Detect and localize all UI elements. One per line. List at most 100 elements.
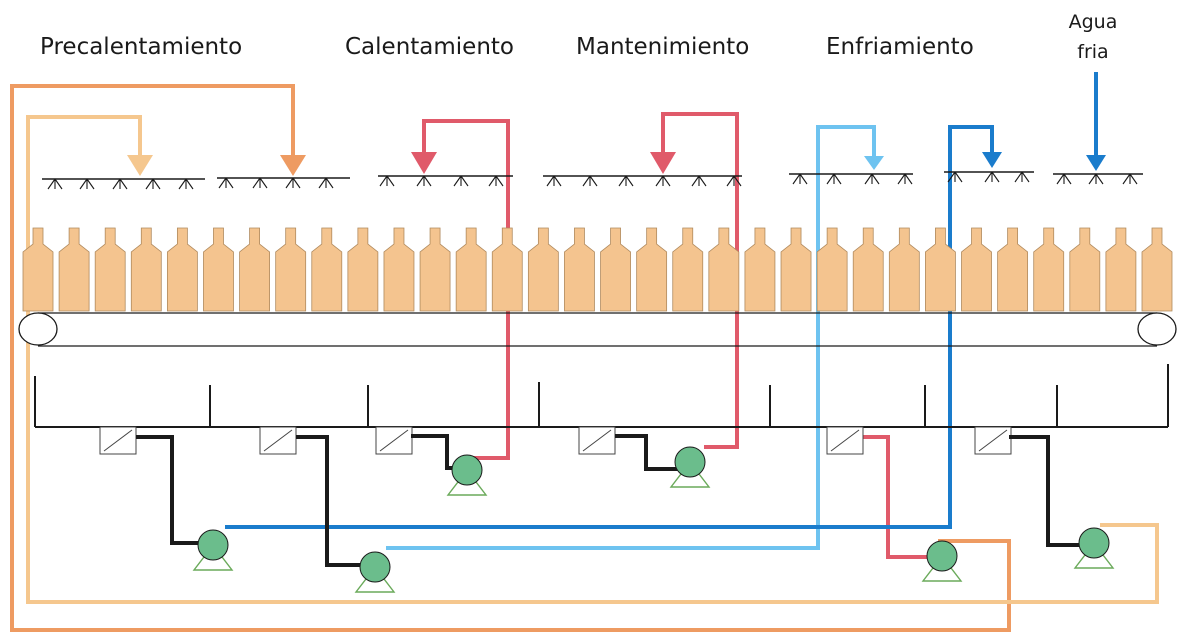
spray-nozzle-icon [691,175,707,187]
spray-nozzle-icon [618,175,634,187]
spray-nozzle-icon [1056,173,1072,185]
spray-nozzle-icon [546,175,562,187]
bottle [58,227,90,312]
pumps [192,446,1115,593]
arrow-dark-blue-icon [1086,155,1106,171]
spray-bars [42,171,1143,190]
filter-icon [259,426,297,455]
collection-tanks [34,364,1169,428]
spray-nozzle-icon [1014,171,1030,183]
bottle [1033,227,1065,312]
bottle [491,227,523,312]
spray-nozzle-icon [79,178,95,190]
belt-roller-right [1137,312,1177,346]
spray-nozzle-icon [252,177,268,189]
bottle [636,227,668,312]
pump-icon [354,551,396,593]
pump-icon [192,529,234,571]
arrow-peach-icon [127,155,153,176]
filter-icon [974,426,1012,455]
red-loop-mantenimiento-pipe [661,112,739,449]
bottle [527,227,559,312]
spray-nozzle-icon [726,175,742,187]
spray-nozzle-icon [1088,173,1104,185]
spray-nozzle-icon [582,175,598,187]
bottle [888,227,920,312]
bottle [383,227,415,312]
pump-icon [446,454,488,496]
spray-nozzle-icon [947,171,963,183]
spray-nozzle-icon [826,173,842,185]
spray-nozzle-icon [416,175,432,187]
label-precalentamiento: Precalentamiento [40,34,242,60]
arrow-light-blue-icon [864,156,884,170]
spray-nozzle-icon [792,173,808,185]
bottle [455,227,487,312]
light-blue-loop-pipe [386,125,876,550]
spray-nozzle-icon [488,175,504,187]
bottle [961,227,992,312]
arrow-orange-icon [280,155,306,176]
bottle [203,227,234,312]
spray-nozzle-icon [864,173,880,185]
bottle [275,227,307,312]
spray-nozzle-icon [453,175,469,187]
peach-loop-pipe [26,115,1159,604]
spray-nozzle-icon [145,178,161,190]
filters [99,426,1012,455]
bottle [1105,227,1137,312]
spray-nozzle-icon [178,178,194,190]
bottle-row [22,227,1173,312]
filter-icon [99,426,137,455]
pump-icon [1073,527,1115,569]
spray-nozzle-icon [47,178,63,190]
spray-nozzle-icon [655,175,671,187]
bottle [925,227,956,312]
spray-nozzle-icon [379,175,395,187]
conveyor-belt [18,312,1177,347]
label-agua: Agua [1069,11,1118,33]
dark-blue-loop-pipe [225,125,994,529]
filter-icon [578,426,616,455]
spray-nozzle-icon [318,177,334,189]
filter-icon [826,426,864,455]
bottle [672,227,704,312]
spray-nozzle-icon [897,173,913,185]
spray-bar [378,175,513,187]
bottle [1141,227,1173,312]
suction-pipes [136,434,1086,567]
spray-bar [543,175,742,187]
spray-bar [944,171,1034,183]
spray-bar [42,178,205,190]
red-loop-enfriamiento-pipe [858,435,927,559]
spray-nozzle-icon [1122,173,1138,185]
label-calentamiento: Calentamiento [345,34,514,60]
inlet-arrows [127,152,1106,176]
spray-nozzle-icon [218,177,234,189]
pump-icon [669,446,711,488]
bottle [166,227,198,312]
arrow-red-icon [650,152,676,174]
filter-icon [375,426,413,455]
spray-bar [217,177,350,189]
bottle [816,227,848,312]
bottle [600,227,631,312]
spray-nozzle-icon [112,178,128,190]
label-fria: fria [1077,41,1108,63]
bottle [744,227,776,312]
bottle [852,227,884,312]
bottle [94,227,126,312]
bottle [997,227,1029,312]
belt-roller-left [18,312,58,346]
spray-bar [789,173,913,185]
orange-loop-pipe [10,84,1011,632]
bottle [239,227,270,312]
pump-icon [921,540,963,582]
bottle [130,227,162,312]
bottle [419,227,451,312]
label-enfriamiento: Enfriamiento [826,34,974,60]
spray-bar [1053,173,1143,185]
bottle [780,227,812,312]
bottle [22,227,54,312]
